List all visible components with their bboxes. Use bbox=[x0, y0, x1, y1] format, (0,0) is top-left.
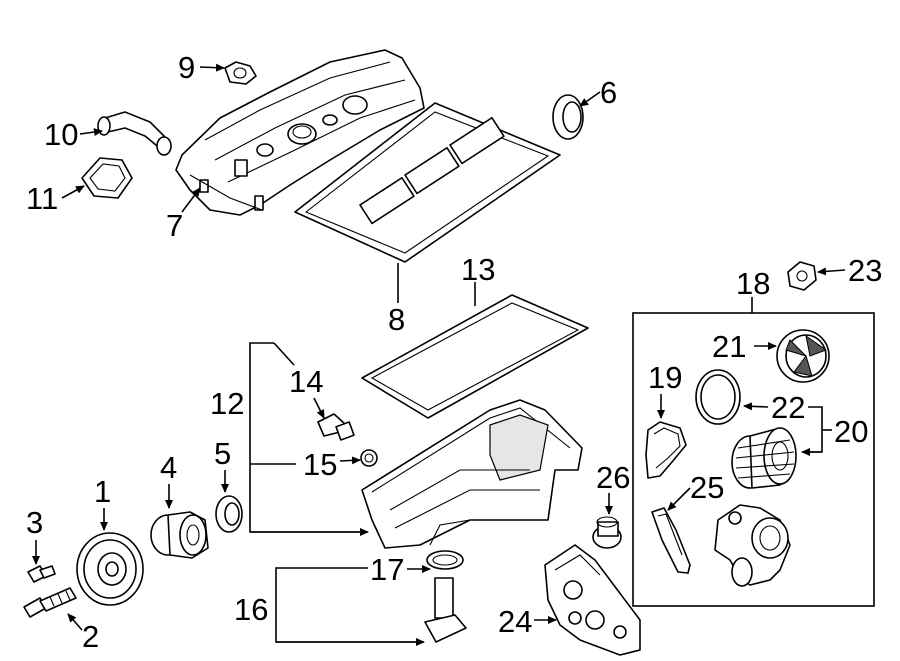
callout-18: 18 bbox=[736, 266, 770, 301]
seal-ring-drawing[interactable] bbox=[651, 507, 691, 574]
callout-2: 2 bbox=[82, 619, 99, 654]
callout-16: 16 bbox=[234, 592, 268, 627]
callout-5: 5 bbox=[214, 436, 231, 471]
callout-4: 4 bbox=[160, 450, 177, 485]
callout-6: 6 bbox=[600, 75, 617, 110]
filter-housing-module-drawing[interactable] bbox=[714, 504, 791, 587]
oil-pan-drawing[interactable] bbox=[361, 399, 583, 549]
callout-17: 17 bbox=[370, 552, 404, 587]
valve-cover-gasket-drawing[interactable] bbox=[294, 102, 561, 263]
callout-14: 14 bbox=[289, 364, 323, 399]
front-seal-drawing[interactable] bbox=[215, 495, 243, 533]
callout-1: 1 bbox=[94, 474, 111, 509]
crankshaft-seal-drawing[interactable] bbox=[552, 94, 584, 140]
callout-26: 26 bbox=[596, 460, 630, 495]
callout-13: 13 bbox=[461, 252, 495, 287]
callout-8: 8 bbox=[388, 302, 405, 337]
oil-sensor-drawing[interactable] bbox=[592, 516, 622, 549]
housing-gasket-drawing[interactable] bbox=[645, 421, 687, 479]
drain-washer-drawing[interactable] bbox=[360, 449, 378, 467]
small-gasket-drawing[interactable] bbox=[224, 61, 257, 85]
dipstick-tube-drawing[interactable] bbox=[424, 550, 467, 643]
callout-10: 10 bbox=[44, 117, 78, 152]
breather-tube-drawing[interactable] bbox=[97, 111, 172, 156]
callout-9: 9 bbox=[178, 50, 195, 85]
crank-pulley-drawing[interactable] bbox=[76, 532, 144, 606]
drain-plug-drawing[interactable] bbox=[317, 413, 355, 441]
callout-24: 24 bbox=[498, 604, 532, 639]
callout-19: 19 bbox=[648, 360, 682, 395]
valve-cover-drawing[interactable] bbox=[175, 49, 425, 216]
oil-filter-housing-drawing[interactable] bbox=[544, 544, 641, 656]
oil-pan-gasket-drawing[interactable] bbox=[361, 294, 589, 419]
callout-3: 3 bbox=[26, 505, 43, 540]
filter-kit-box bbox=[632, 312, 875, 607]
callout-11: 11 bbox=[26, 181, 58, 216]
leader-lines bbox=[32, 63, 846, 646]
switch-sensor-drawing[interactable] bbox=[787, 261, 817, 291]
callout-25: 25 bbox=[690, 470, 724, 505]
small-bolt-drawing[interactable] bbox=[27, 565, 56, 583]
callout-12: 12 bbox=[210, 386, 244, 421]
filter-cap-drawing[interactable] bbox=[776, 329, 830, 383]
callout-labels: 9 6 10 11 7 8 13 12 14 15 1 2 3 4 5 16 1… bbox=[26, 50, 882, 654]
callout-21: 21 bbox=[712, 329, 746, 364]
o-ring-drawing[interactable] bbox=[695, 369, 741, 425]
callout-15: 15 bbox=[303, 447, 337, 482]
cap-seal-drawing[interactable] bbox=[81, 157, 133, 199]
filter-element-drawing[interactable] bbox=[731, 427, 797, 489]
callout-7: 7 bbox=[166, 208, 183, 243]
crank-hub-drawing[interactable] bbox=[150, 511, 209, 559]
callout-20: 20 bbox=[834, 414, 868, 449]
pulley-bolt-drawing[interactable] bbox=[23, 587, 77, 618]
callout-22: 22 bbox=[771, 390, 805, 425]
callout-23: 23 bbox=[848, 253, 882, 288]
